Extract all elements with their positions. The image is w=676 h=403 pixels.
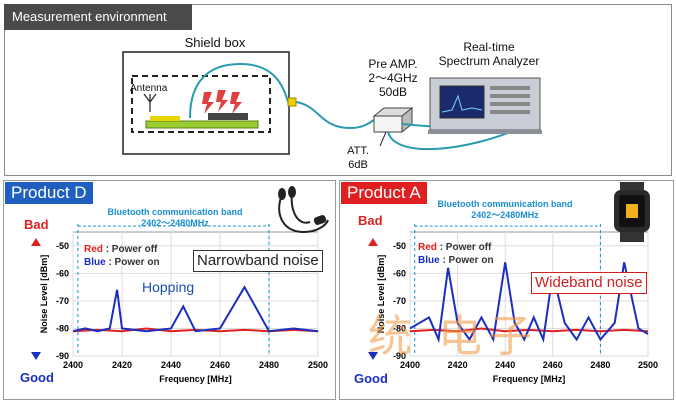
x-tick-label: 2400 [400,360,420,370]
x-tick-label: 2440 [161,360,181,370]
x-tick-label: 2440 [495,360,515,370]
y-tick-label: -50 [56,241,69,251]
shield-box-label: Shield box [184,35,246,50]
series-line-power-on [409,262,649,344]
x-axis-title: Frequency [MHz] [159,374,232,384]
x-tick-label: 2500 [308,360,328,370]
y-tick-label: -50 [393,241,406,251]
attenuator-label: ATT. 6dB [347,145,369,171]
narrowband-callout: Narrowband noise [193,250,323,272]
pre-amp-label: Pre AMP. 2～4GHz 50dB [368,57,418,99]
hopping-label: Hopping [142,279,195,295]
y-tick-label: -60 [393,268,406,278]
x-tick-label: 2500 [638,360,658,370]
good-arrow-icon [31,352,41,360]
bad-arrow-icon [31,238,41,246]
x-tick-label: 2420 [112,360,132,370]
bad-label-d: Bad [24,217,49,232]
y-tick-label: -70 [56,296,69,306]
good-label-d: Good [20,370,54,385]
good-arrow-icon [368,352,378,360]
x-tick-label: 2420 [448,360,468,370]
x-tick-label: 2460 [543,360,563,370]
spectrum-analyzer-icon [428,77,542,134]
antenna-icon [143,93,157,112]
antenna-element [150,116,180,121]
watermark-text: 统 电子 [368,311,538,362]
x-tick-label: 2480 [259,360,279,370]
y-tick-label: -60 [56,268,69,278]
x-tick-label: 2400 [63,360,83,370]
x-axis-title: Frequency [MHz] [493,374,566,384]
x-tick-label: 2460 [210,360,230,370]
noise-icon [202,90,242,114]
analyzer-label: Real-time Spectrum Analyzer [438,40,540,68]
earphones-icon [278,186,329,234]
good-label-a: Good [354,371,388,386]
dut-area [131,75,271,133]
y-axis-title: Noise Level [dBm] [39,255,49,334]
y-tick-label: -80 [393,323,406,333]
measurement-environment-panel [4,4,672,176]
x-tick-label: 2480 [590,360,610,370]
plot-frame [409,231,649,357]
y-tick-label: -80 [56,323,69,333]
legend-a: Red : Power off Blue : Power on [418,242,494,266]
setup-diagram [122,51,542,155]
pcb-board [145,120,259,129]
product-a-tab: Product A [341,182,427,204]
y-tick-label: -90 [56,351,69,361]
product-d-tab: Product D [5,182,93,204]
y-tick-label: -70 [393,296,406,306]
bad-label-a: Bad [358,213,383,228]
y-axis-title: Noise Level [dBm] [376,255,386,334]
bad-arrow-icon [368,238,378,246]
wideband-callout: Wideband noise [531,272,647,294]
environment-title: Measurement environment [4,4,192,30]
antenna-label: Antenna [130,83,168,94]
series-line-power-on [72,285,319,333]
chip [208,113,248,120]
legend-d: Red : Power off Blue : Power on [84,244,160,268]
y-tick-label: -90 [393,351,406,361]
smartwatch-icon [614,182,650,242]
